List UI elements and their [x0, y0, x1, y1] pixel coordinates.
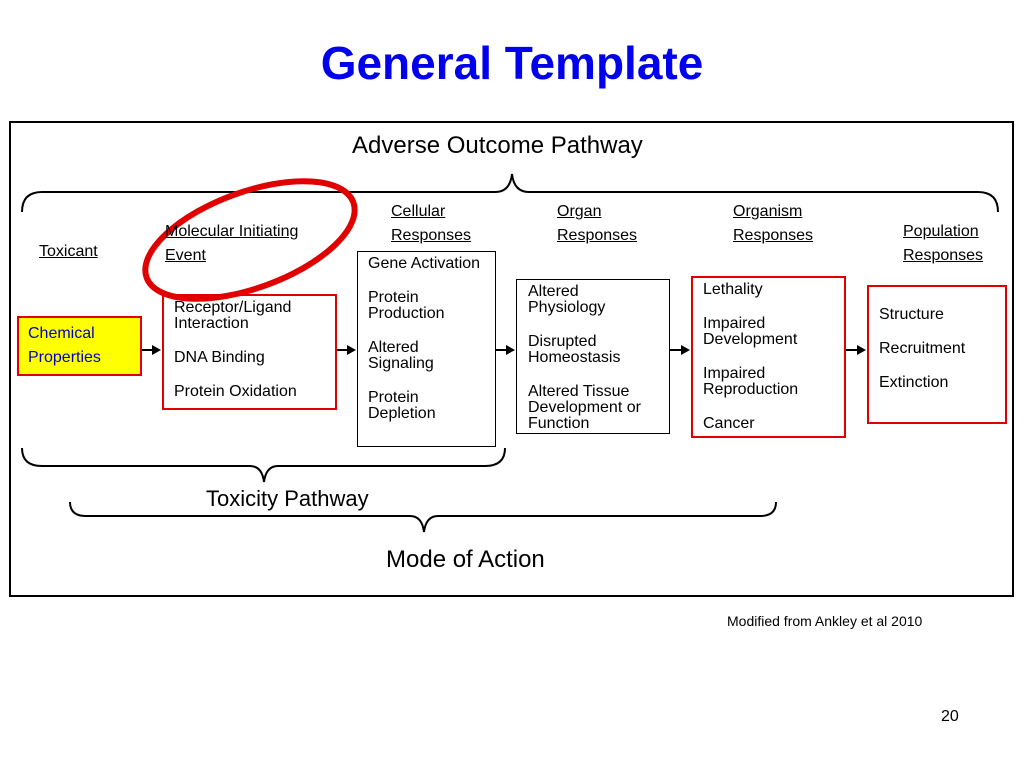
- cellular-item: Protein Depletion: [368, 389, 436, 422]
- organ-header-line1: Organ: [557, 203, 602, 220]
- population-header-line2: Responses: [903, 247, 984, 264]
- organ-header: Organ Responses: [557, 200, 637, 248]
- toxicant-header: Toxicant: [39, 243, 98, 260]
- mie-item: DNA Binding: [174, 349, 265, 366]
- cellular-item: Altered Signaling: [368, 339, 434, 372]
- cellular-header: Cellular Responses: [391, 200, 471, 248]
- mode-of-action-label: Mode of Action: [386, 546, 545, 573]
- organism-item: Lethality: [703, 281, 763, 298]
- organism-header: Organism Responses: [733, 200, 813, 248]
- mode-of-action-brace: [69, 501, 777, 533]
- mie-highlight-oval: [142, 178, 358, 302]
- organ-item: Altered Tissue Development or Function: [528, 383, 641, 432]
- slide-title: General Template: [320, 37, 704, 89]
- organism-header-line1: Organism: [733, 203, 803, 220]
- organism-item: Cancer: [703, 415, 755, 432]
- population-responses-box: Structure Recruitment Extinction: [867, 285, 1007, 424]
- toxicity-pathway-brace: [21, 447, 506, 483]
- organ-item: Altered Physiology: [528, 283, 606, 316]
- adverse-outcome-pathway-label: Adverse Outcome Pathway: [352, 132, 643, 159]
- mie-header-line1: Molecular Initiating: [165, 223, 299, 240]
- organ-responses-box: Altered Physiology Disrupted Homeostasis…: [516, 279, 670, 434]
- population-header-line1: Population: [903, 223, 979, 240]
- toxicity-pathway-label: Toxicity Pathway: [206, 486, 369, 511]
- organ-header-line2: Responses: [557, 227, 638, 244]
- cellular-item: Protein Production: [368, 289, 445, 322]
- organism-responses-box: Lethality Impaired Development Impaired …: [691, 276, 846, 438]
- slide-number: 20: [941, 708, 959, 725]
- population-item: Structure: [879, 306, 944, 323]
- adverse-outcome-brace: [21, 173, 999, 213]
- mie-item: Protein Oxidation: [174, 383, 297, 400]
- organ-item: Disrupted Homeostasis: [528, 333, 621, 366]
- cellular-item: Gene Activation: [368, 255, 481, 272]
- organism-item: Impaired Development: [703, 315, 798, 348]
- chemical-properties-line1: Chemical: [28, 325, 95, 342]
- diagram-frame: [9, 121, 1014, 597]
- cellular-responses-box: Gene Activation Protein Production Alter…: [357, 251, 496, 447]
- mie-item: Receptor/Ligand Interaction: [174, 299, 292, 332]
- flow-arrows: [142, 345, 866, 355]
- mie-header: Molecular Initiating Event: [165, 220, 298, 268]
- citation: Modified from Ankley et al 2010: [727, 613, 923, 629]
- organism-header-line2: Responses: [733, 227, 814, 244]
- chemical-properties-box: Chemical Properties: [17, 316, 142, 376]
- population-header: Population Responses: [903, 220, 983, 268]
- chemical-properties-line2: Properties: [28, 349, 101, 366]
- mie-box: Receptor/Ligand Interaction DNA Binding …: [162, 294, 337, 410]
- cellular-header-line2: Responses: [391, 227, 472, 244]
- organism-item: Impaired Reproduction: [703, 365, 799, 398]
- mie-header-line2: Event: [165, 247, 206, 264]
- cellular-header-line1: Cellular: [391, 203, 446, 220]
- population-item: Recruitment: [879, 340, 966, 357]
- population-item: Extinction: [879, 374, 949, 391]
